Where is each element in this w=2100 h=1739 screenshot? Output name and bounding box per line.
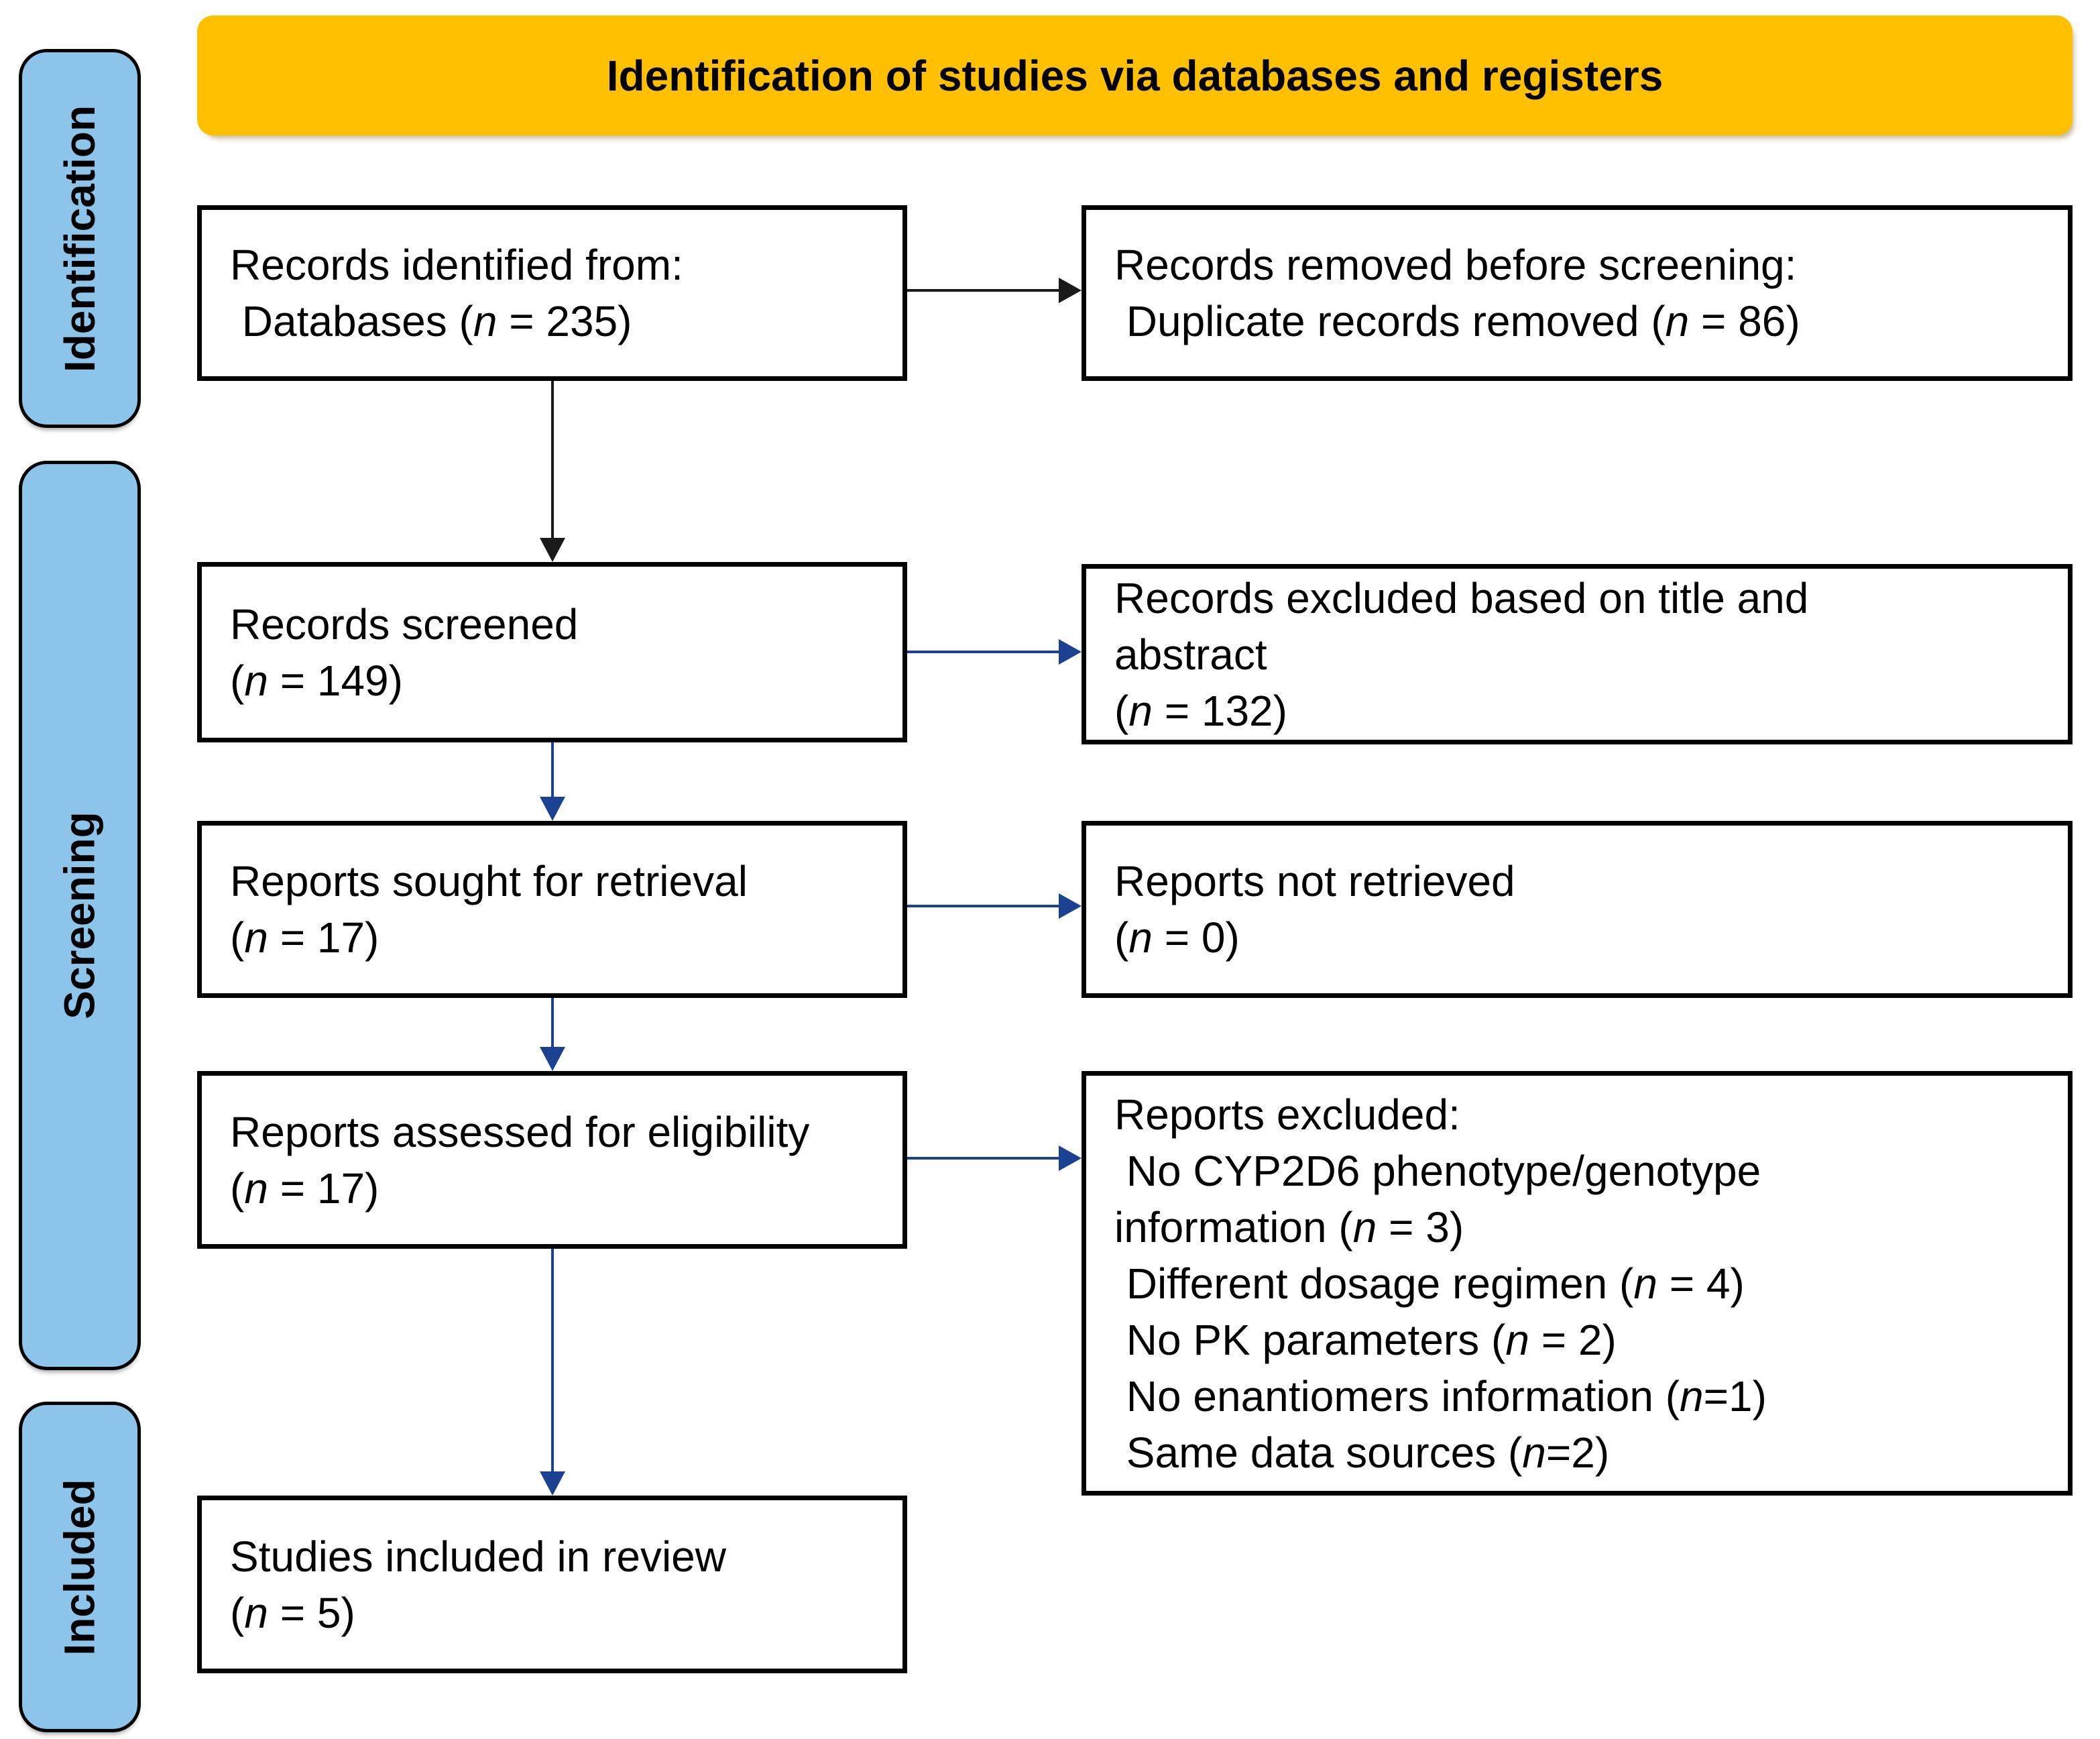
stage-label-screening-text: Screening	[56, 811, 104, 1019]
banner-title: Identification of studies via databases …	[606, 51, 1664, 100]
arrow-identified-to-removed	[907, 277, 1082, 304]
box-reports-assessed-for-eligibility: Reports assessed for eligibility (n = 17)	[197, 1071, 907, 1249]
box-text-line: Databases (n = 235)	[230, 297, 632, 345]
box-text-line: information (n = 3)	[1114, 1202, 1464, 1251]
box-text-line: (n = 17)	[230, 913, 380, 962]
box-text-line: Reports assessed for eligibility	[230, 1107, 810, 1156]
box-text-line: (n = 5)	[230, 1588, 355, 1637]
box-text-line: Different dosage regimen (n = 4)	[1114, 1259, 1745, 1308]
box-records-screened: Records screened (n = 149)	[197, 562, 907, 742]
arrow-down-head-icon	[540, 538, 565, 562]
box-text-line: No PK parameters (n = 2)	[1114, 1315, 1617, 1364]
arrow-sought-to-not-retrieved	[907, 893, 1082, 919]
box-text-line: Reports sought for retrieval	[230, 857, 748, 905]
box-text-line: Same data sources (n=2)	[1114, 1428, 1610, 1477]
box-text-line: Records identified from:	[230, 241, 683, 289]
box-reports-excluded-reasons: Reports excluded: No CYP2D6 phenotype/ge…	[1082, 1071, 2073, 1496]
box-text-line: Records removed before screening:	[1114, 241, 1797, 289]
box-reports-sought-for-retrieval: Reports sought for retrieval (n = 17)	[197, 821, 907, 998]
stage-label-identification: Identification	[19, 49, 141, 428]
box-text-line: Duplicate records removed (n = 86)	[1114, 297, 1800, 345]
arrow-assessed-to-excluded	[907, 1145, 1082, 1172]
arrow-identified-to-screened	[539, 381, 566, 562]
box-text-line: (n = 17)	[230, 1164, 380, 1213]
arrow-right-head-icon	[1059, 278, 1082, 303]
box-text-line: Records screened	[230, 600, 579, 649]
stage-label-identification-text: Identification	[56, 105, 104, 372]
banner: Identification of studies via databases …	[197, 15, 2073, 135]
box-records-removed-before-screening: Records removed before screening: Duplic…	[1082, 205, 2073, 381]
box-text-line: Reports not retrieved	[1114, 857, 1515, 905]
box-text-line: (n = 149)	[230, 656, 403, 705]
arrow-down-head-icon	[540, 1471, 565, 1496]
arrow-sought-to-assessed	[539, 998, 566, 1071]
box-text-line: (n = 132)	[1114, 686, 1287, 735]
box-records-identified: Records identified from: Databases (n = …	[197, 205, 907, 381]
arrow-down-head-icon	[540, 1047, 565, 1071]
arrow-screened-to-excluded	[907, 638, 1082, 665]
arrow-right-head-icon	[1059, 893, 1082, 919]
arrow-screened-to-sought	[539, 742, 566, 821]
box-text-line: No enantiomers information (n=1)	[1114, 1371, 1767, 1420]
stage-label-screening: Screening	[19, 461, 141, 1370]
box-text-line: (n = 0)	[1114, 913, 1240, 962]
box-text-line: Reports excluded:	[1114, 1090, 1460, 1139]
box-records-excluded-title-abstract: Records excluded based on title and abstr…	[1082, 564, 2073, 744]
box-text-line: Studies included in review	[230, 1532, 726, 1581]
stage-label-included-text: Included	[56, 1478, 104, 1656]
arrow-assessed-to-included	[539, 1249, 566, 1496]
box-text-line: abstract	[1114, 630, 1267, 679]
box-studies-included-in-review: Studies included in review (n = 5)	[197, 1496, 907, 1673]
arrow-down-head-icon	[540, 797, 565, 821]
arrow-right-head-icon	[1059, 639, 1082, 665]
box-reports-not-retrieved: Reports not retrieved (n = 0)	[1082, 821, 2073, 998]
arrow-right-head-icon	[1059, 1145, 1082, 1171]
box-text-line: Records excluded based on title and	[1114, 573, 1809, 622]
stage-label-included: Included	[19, 1402, 141, 1732]
box-text-line: No CYP2D6 phenotype/genotype	[1114, 1146, 1761, 1195]
